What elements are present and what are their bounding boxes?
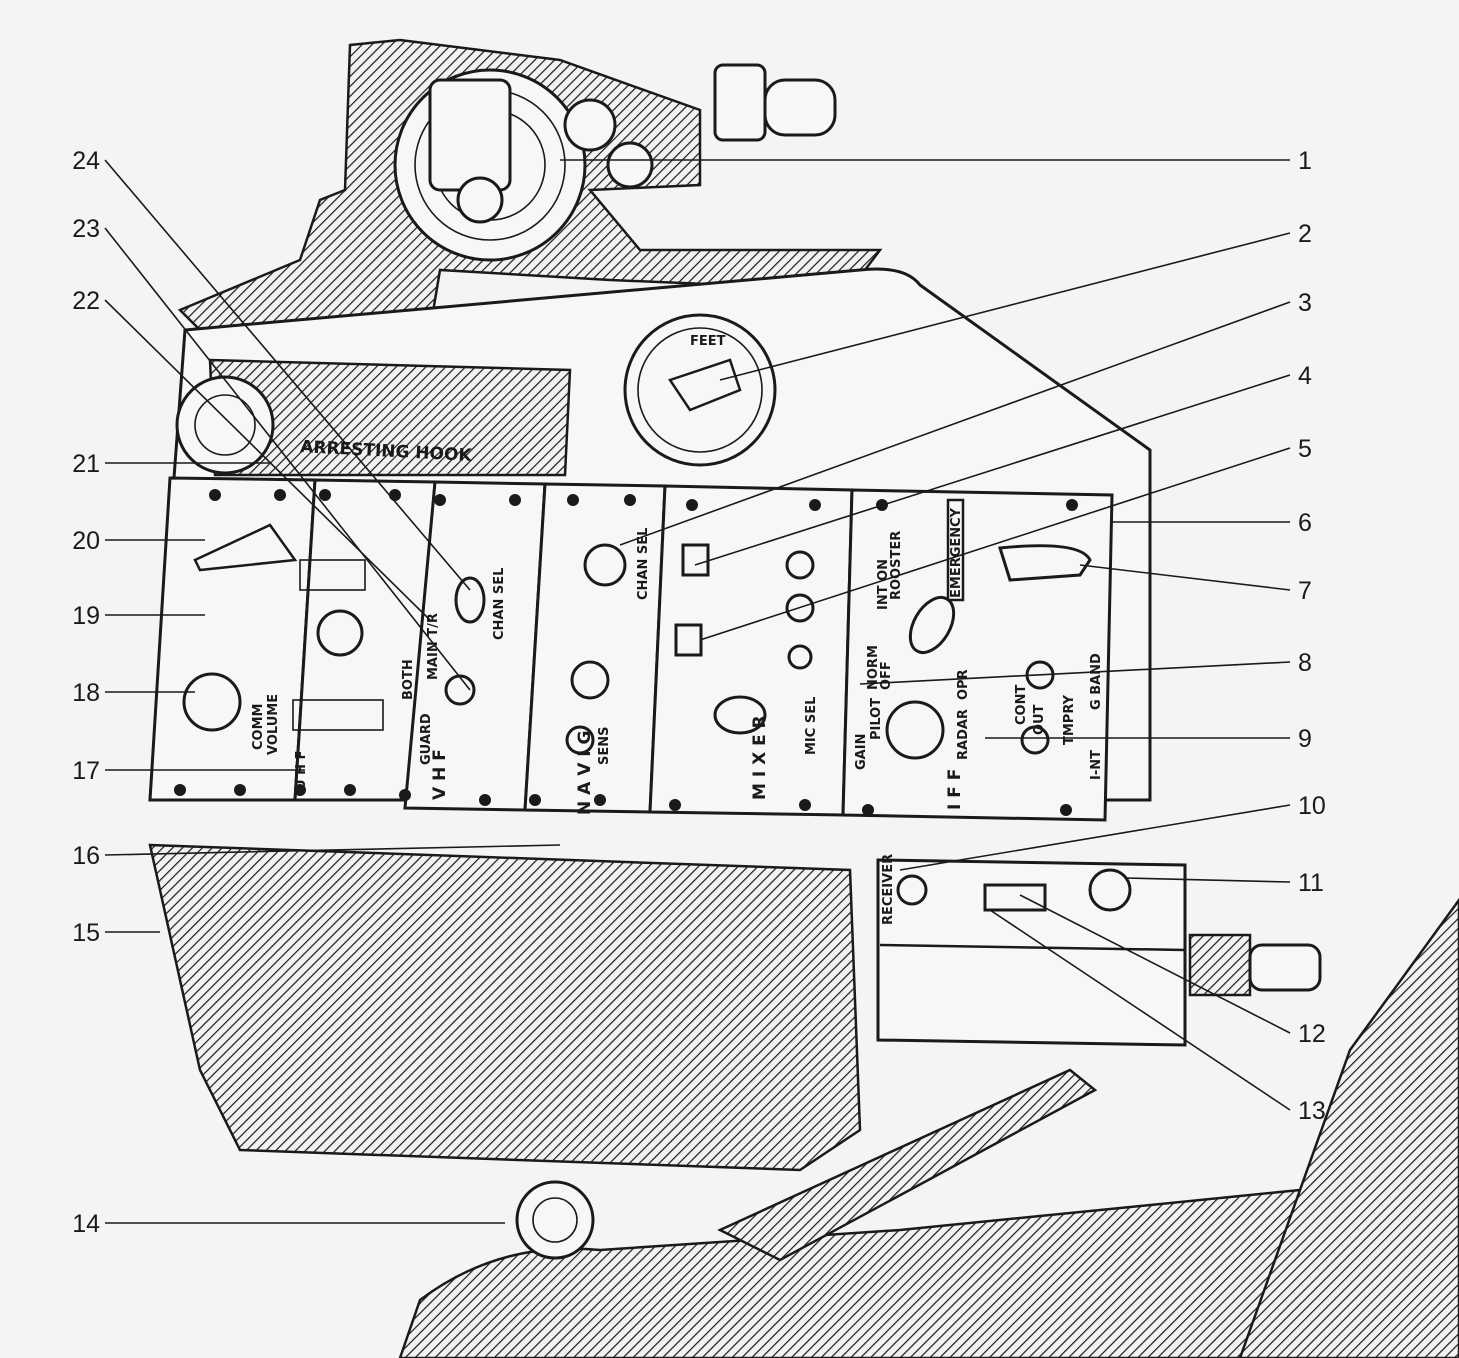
callout-numbers-right: 1 2 3 4 5 6 7 8 9 10 11 12 13 [1298, 147, 1326, 1125]
iff-int-on-label: INT ON [876, 559, 891, 610]
iff-panel [841, 488, 1114, 822]
callout-5: 5 [1298, 435, 1312, 463]
nav-function-knob[interactable] [570, 660, 610, 700]
callout-15: 15 [72, 919, 100, 947]
radio-switch-guard[interactable] [193, 523, 298, 572]
uhf-frequency-card-lower [292, 699, 384, 731]
comm-volume-panel [148, 476, 317, 802]
callout-11: 11 [1298, 869, 1324, 897]
vhf-chan-sel-knob[interactable] [454, 576, 486, 624]
nav-chan-sel-knob[interactable] [583, 543, 627, 587]
callout-18: 18 [72, 679, 100, 707]
callout-numbers-left: 24 23 22 21 20 19 18 17 16 15 14 [72, 147, 100, 1238]
callout-24: 24 [72, 147, 100, 175]
vhf-guard-label: GUARD [419, 713, 434, 765]
callout-22: 22 [72, 287, 100, 315]
iff-tmpry-label: TMPRY [1062, 694, 1077, 745]
vhf-both-label: BOTH [401, 659, 416, 700]
iff-norm-label: NORM [866, 645, 881, 690]
leader-lines [104, 159, 1291, 1224]
callout-3: 3 [1298, 289, 1312, 317]
comm-volume-knob[interactable] [182, 672, 242, 732]
callout-10: 10 [1298, 792, 1326, 820]
nav-sens-knob[interactable] [565, 725, 595, 755]
mic-sel-knob[interactable] [713, 695, 767, 735]
vhf-chan-sel-label: CHAN SEL [492, 568, 507, 640]
callout-7: 7 [1298, 577, 1312, 605]
iff-rooster-label: ROOSTER [889, 531, 904, 600]
mixer-toggle-3[interactable] [787, 644, 813, 670]
receiver-control-box: RECEIVER [876, 854, 1322, 1047]
arresting-hook-control[interactable]: ARRESTING HOOK [175, 358, 572, 477]
iff-radar-label: RADAR [956, 709, 971, 760]
uhf-channel-knob[interactable] [316, 609, 364, 657]
control-stick [717, 1068, 1098, 1262]
altimeter-label: FEET [690, 334, 726, 349]
nav-chan-sel-label: CHAN SEL [636, 528, 651, 600]
right-structure [1238, 897, 1459, 1358]
upper-structure [177, 38, 883, 332]
callout-2: 2 [1298, 220, 1312, 248]
callout-8: 8 [1298, 649, 1312, 677]
callout-23: 23 [72, 215, 100, 243]
iff-destruct-switch[interactable] [998, 544, 1092, 582]
vhf-mode-switch[interactable] [444, 674, 476, 706]
iff-g-band-label: G BAND [1089, 653, 1104, 710]
callout-4: 4 [1298, 362, 1312, 390]
callout-21: 21 [72, 450, 100, 478]
trim-indicator-window [428, 78, 512, 192]
iff-mode-toggle[interactable] [1020, 725, 1050, 755]
mixer-switch-lower[interactable] [674, 623, 703, 657]
callout-1: 1 [1298, 147, 1312, 175]
callout-14: 14 [72, 1210, 100, 1238]
uhf-frequency-card-upper [299, 559, 366, 591]
iff-master-knob[interactable] [901, 590, 962, 660]
mixer-switch-upper[interactable] [681, 543, 710, 577]
callout-9: 9 [1298, 725, 1312, 753]
receiver-knob[interactable] [896, 874, 928, 906]
iff-gain-knob[interactable] [885, 700, 945, 760]
iff-opr-label: OPR [956, 669, 971, 700]
mixer-toggle-1[interactable] [785, 550, 815, 580]
volume-label: VOLUME [266, 694, 281, 755]
iff-emergency-label: EMERGENCY [949, 507, 964, 598]
callout-16: 16 [72, 842, 100, 870]
comm-label: COMM [251, 704, 266, 750]
callout-19: 19 [72, 602, 100, 630]
receiver-label: RECEIVER [881, 854, 896, 925]
rudder-adjust-knob[interactable] [515, 1180, 595, 1260]
iff-out-label: OUT [1032, 704, 1047, 735]
mixer-label: M I X E R [750, 715, 770, 800]
callout-6: 6 [1298, 509, 1312, 537]
iff-emergency-guard[interactable] [946, 498, 965, 602]
nav-label: N A V I G [575, 731, 595, 816]
callout-17: 17 [72, 757, 100, 785]
mic-sel-label: MIC SEL [804, 697, 819, 755]
iff-cont-label: CONT [1014, 685, 1029, 725]
iff-gain-label: GAIN [854, 734, 869, 770]
altimeter-gauge: FEET [623, 313, 777, 467]
iff-label: I F F [945, 769, 965, 810]
receiver-switch[interactable] [983, 883, 1047, 912]
iff-pilot-label: PILOT [869, 698, 884, 740]
iff-int-label: I-NT [1089, 750, 1104, 780]
map-case [148, 843, 862, 1172]
iff-off-label: OFF [879, 661, 894, 690]
nav-sens-label: SENS [597, 727, 612, 766]
vhf-main-tr-label: MAIN T/R [426, 613, 441, 680]
receiver-selector-knob[interactable] [1088, 868, 1132, 912]
vhf-label: V H F [430, 749, 450, 800]
callout-13: 13 [1298, 1097, 1326, 1125]
callout-12: 12 [1298, 1020, 1326, 1048]
callout-20: 20 [72, 527, 100, 555]
